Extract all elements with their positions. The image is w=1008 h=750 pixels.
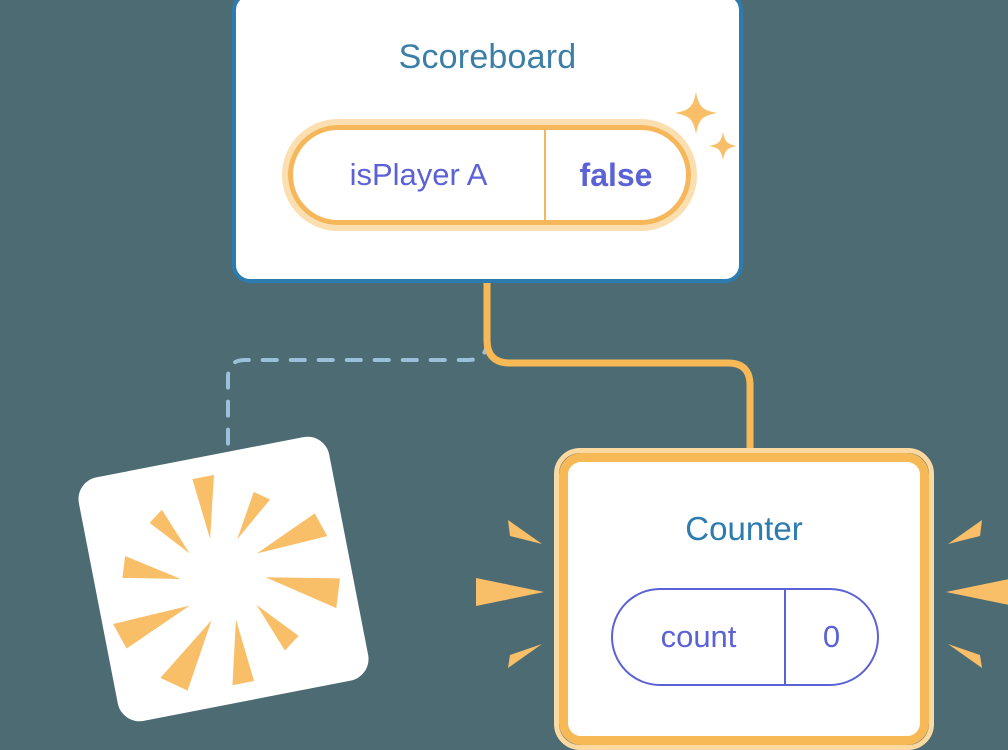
burst-ray (948, 644, 982, 668)
connector-solid-scoreboard-to-counter (483, 279, 754, 459)
burst-ray (122, 555, 181, 579)
burst-ray (476, 578, 544, 606)
burst-ray (508, 644, 542, 668)
counter-pill-value: 0 (822, 619, 841, 654)
scoreboard-pill-value: false (579, 156, 653, 193)
burst-ray (256, 604, 299, 651)
burst-ray (946, 579, 1008, 605)
burst-ray (265, 577, 340, 609)
scoreboard-state-pill[interactable]: isPlayer A false (282, 119, 697, 231)
scoreboard-pill-key: isPlayer A (293, 130, 546, 220)
burst-rays-group (113, 474, 340, 691)
burst-ray (160, 620, 212, 691)
burst-card[interactable] (74, 432, 373, 726)
burst-ray (232, 619, 255, 686)
counter-card[interactable]: Counter count 0 (554, 448, 934, 750)
counter-burst-right (946, 520, 1008, 668)
sparkle-group (675, 92, 737, 160)
counter-title: Counter (685, 510, 803, 547)
sparkle-small-icon (709, 132, 737, 160)
scoreboard-pill-body[interactable]: isPlayer A false (288, 125, 691, 225)
scoreboard-title: Scoreboard (398, 38, 577, 76)
burst-ray (256, 513, 328, 554)
burst-ray (237, 491, 271, 540)
counter-burst-left (476, 520, 544, 668)
counter-pill-key: count (613, 590, 786, 684)
burst-ray (149, 509, 190, 554)
burst-ray (948, 520, 982, 544)
counter-state-pill[interactable]: count 0 (611, 588, 879, 686)
burst-rays (113, 474, 340, 691)
sparkle-large-icon (675, 92, 717, 134)
burst-ray (508, 520, 542, 544)
burst-ray (113, 605, 190, 649)
connector-dashed-scoreboard-to-burst-card (226, 281, 489, 472)
scoreboard-card[interactable]: Scoreboard isPlayer A false (232, 0, 743, 283)
scoreboard-pill-halo (282, 119, 697, 231)
burst-ray (192, 474, 214, 539)
counter-card-halo (554, 448, 934, 750)
